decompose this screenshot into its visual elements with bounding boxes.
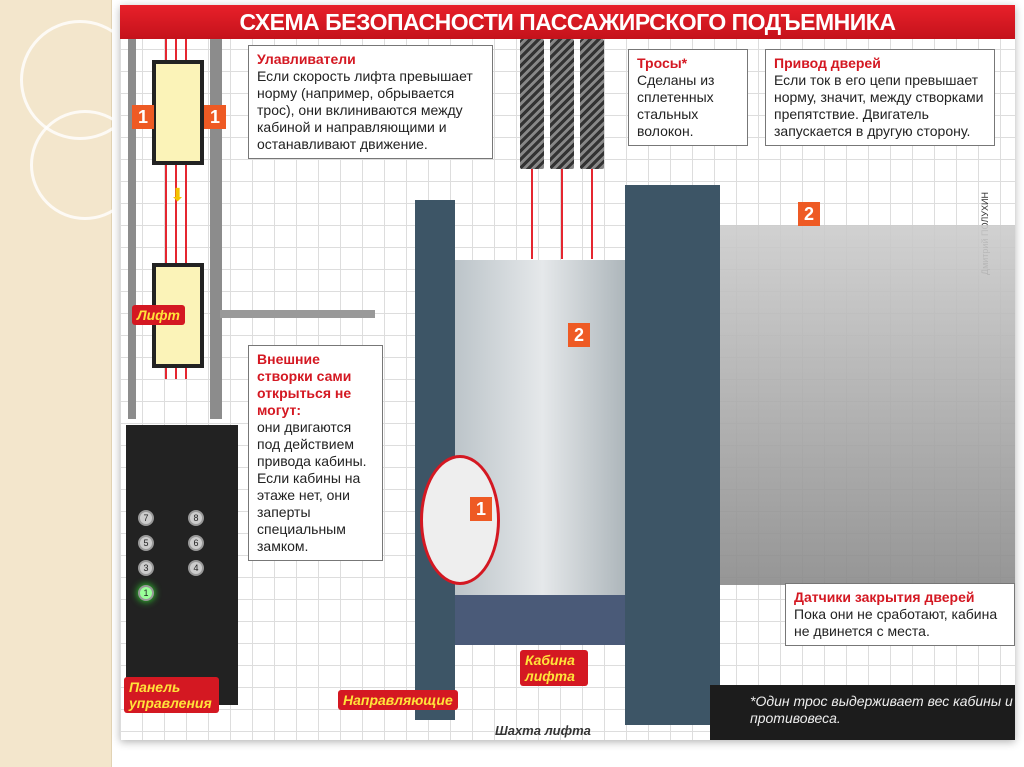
rope-line <box>561 169 563 259</box>
shaft-label: Шахта лифта <box>495 723 591 738</box>
rope-line <box>531 169 533 259</box>
infographic: СХЕМА БЕЗОПАСНОСТИ ПАССАЖИРСКОГО ПОДЪЕМН… <box>120 5 1015 740</box>
callout-heading: Внешние створки сами открыться не могут: <box>257 351 352 418</box>
catcher-badge: 1 <box>204 105 226 129</box>
door-drive-badge: 2 <box>568 323 590 347</box>
callout-heading: Датчики закрытия дверей <box>794 589 975 605</box>
catcher-badge: 1 <box>132 105 154 129</box>
door-drive-photo <box>700 225 1015 585</box>
steel-rope <box>580 39 604 169</box>
lift-cabin-schematic <box>152 60 204 165</box>
callout-catchers: Улавливатели Если скорость лифта превыша… <box>248 45 493 159</box>
catcher-badge: 1 <box>470 497 492 521</box>
callout-door-drive: Привод дверей Если ток в его цепи превыш… <box>765 49 995 146</box>
callout-text: Пока они не сработают, кабина не двинетс… <box>794 606 998 639</box>
floor-button: 5 <box>138 535 154 551</box>
floor-button: 3 <box>138 560 154 576</box>
callout-text: Если ток в его цепи превышает норму, зна… <box>774 72 984 139</box>
cabin-floor <box>455 595 630 645</box>
slide-decoration-strip <box>0 0 140 767</box>
down-arrow-icon: ⬇ <box>170 185 186 205</box>
guides-label: Направляющие <box>338 690 458 710</box>
callout-heading: Тросы* <box>637 55 688 71</box>
rope-line <box>591 169 593 259</box>
callout-ropes: Тросы* Сделаны из сплетенных стальных во… <box>628 49 748 146</box>
floor-slab <box>220 310 375 318</box>
floor-button: 4 <box>188 560 204 576</box>
lift-label: Лифт <box>132 305 186 325</box>
floor-button: 7 <box>138 510 154 526</box>
callout-heading: Привод дверей <box>774 55 881 71</box>
rope-line <box>185 39 187 379</box>
floor-button: 1 <box>138 585 154 601</box>
floor-button: 8 <box>188 510 204 526</box>
callout-text: Если скорость лифта превышает норму (нап… <box>257 68 473 152</box>
shaft-wall <box>128 39 136 419</box>
rope-line <box>175 39 177 379</box>
cabin-label: Кабина лифта <box>520 650 588 686</box>
footnote: *Один трос выдерживает вес кабины и прот… <box>710 685 1015 740</box>
door-drive-badge: 2 <box>798 202 820 226</box>
infographic-title: СХЕМА БЕЗОПАСНОСТИ ПАССАЖИРСКОГО ПОДЪЕМН… <box>120 5 1015 39</box>
shaft-wall <box>210 39 222 419</box>
callout-outer-doors: Внешние створки сами открыться не могут:… <box>248 345 383 561</box>
callout-sensors: Датчики закрытия дверей Пока они не сраб… <box>785 583 1015 646</box>
panel-label: Панель управления <box>124 677 219 713</box>
lift-cabin <box>455 260 630 645</box>
callout-text: Сделаны из сплетенных стальных волокон. <box>637 72 715 139</box>
steel-rope <box>520 39 544 169</box>
control-panel-photo: 7 8 5 6 3 4 1 <box>126 425 238 705</box>
steel-rope <box>550 39 574 169</box>
floor-button: 6 <box>188 535 204 551</box>
callout-text: они двигаются под действием привода каби… <box>257 419 367 554</box>
rope-line <box>165 39 167 379</box>
shaft-door-right <box>625 185 720 725</box>
callout-heading: Улавливатели <box>257 51 356 67</box>
